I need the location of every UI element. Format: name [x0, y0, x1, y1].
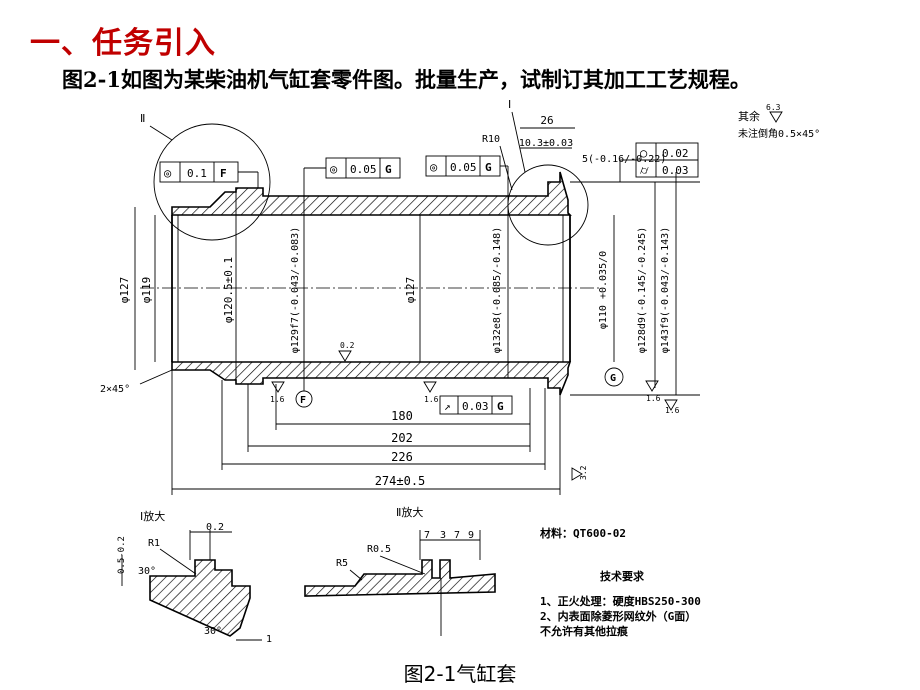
dim-d110: φ110 +0.035/0 [598, 251, 609, 329]
dim-l180: 180 [391, 409, 413, 423]
note-other-roughness: 其余 [738, 109, 760, 123]
dim-d119: φ119 [140, 277, 153, 304]
dim-chamfer: 2×45° [100, 384, 130, 395]
detail-I-section [149, 559, 251, 637]
svg-text:F: F [300, 395, 306, 406]
svg-text:0.2: 0.2 [340, 341, 355, 350]
svg-text:G: G [610, 373, 616, 384]
svg-text:3: 3 [440, 530, 446, 541]
svg-text:0.03: 0.03 [462, 400, 489, 413]
view-II-label: Ⅱ放大 [396, 505, 423, 519]
datum-G [604, 367, 624, 387]
dim-l10-3: 10.3±0.03 [519, 138, 573, 149]
detail-I-circle [507, 164, 589, 246]
svg-text:◎: ◎ [330, 162, 337, 176]
svg-text:G: G [485, 161, 492, 174]
liner-wall-bottom [171, 361, 572, 396]
svg-text:R1: R1 [148, 538, 160, 549]
dim-d132e8: φ132e8(-0.085/-0.148) [492, 227, 503, 353]
svg-text:1.6: 1.6 [424, 395, 439, 404]
svg-text:G: G [385, 163, 392, 176]
svg-text:0.02: 0.02 [662, 147, 689, 160]
svg-text:⌭: ⌭ [640, 163, 649, 177]
svg-text:0.05: 0.05 [450, 161, 477, 174]
detail-II-circle [153, 123, 271, 241]
svg-text:7: 7 [424, 530, 430, 541]
svg-text:R5: R5 [336, 558, 348, 569]
dim-d120-5: φ120.5±0.1 [222, 257, 235, 323]
liner-wall-top [171, 171, 572, 216]
dim-d127-left: φ127 [118, 277, 131, 304]
svg-text:7: 7 [454, 530, 460, 541]
svg-text:9: 9 [468, 530, 474, 541]
material-spec: 材料：QT600-02 [540, 526, 626, 540]
section-heading: 一、任务引入 [30, 26, 216, 61]
svg-text:6.3: 6.3 [766, 103, 781, 112]
dim-l5: 5(-0.16/-0.22) [582, 154, 666, 165]
note-chamfer: 未注倒角0.5×45° [738, 127, 820, 140]
dim-r10: R10 [482, 134, 500, 145]
svg-text:0.05: 0.05 [350, 163, 377, 176]
dim-l274: 274±0.5 [375, 474, 426, 488]
svg-text:◎: ◎ [430, 160, 437, 174]
tol-frame-1: ◎ 0.1 F [159, 161, 239, 183]
tech-req-title: 技术要求 [600, 569, 645, 583]
svg-text:0.5-0.2: 0.5-0.2 [117, 536, 127, 574]
svg-text:○: ○ [640, 146, 647, 160]
task-description: 图2-1如图为某柴油机气缸套零件图。批量生产，试制订其加工工艺规程。 [62, 67, 751, 92]
dim-d129f7: φ129f7(-0.043/-0.083) [290, 227, 301, 353]
tol-frame-6: ↗ 0.03 G [439, 395, 513, 415]
dim-d143f9: φ143f9(-0.043/-0.143) [660, 227, 671, 353]
tech-req-2: 2、内表面除菱形网纹外（G面） [540, 609, 696, 623]
svg-text:1.6: 1.6 [270, 395, 285, 404]
label-II: Ⅱ [140, 112, 145, 125]
svg-text:◎: ◎ [164, 166, 171, 180]
roughness-symbols: 1.6 1.6 0.2 1.6 1.6 3.2 6.3 [270, 103, 783, 481]
svg-text:F: F [220, 167, 227, 180]
svg-text:30°: 30° [138, 566, 156, 577]
view-I-label: Ⅰ放大 [140, 509, 165, 523]
svg-text:1: 1 [266, 634, 272, 645]
svg-text:3.2: 3.2 [579, 465, 588, 480]
tech-req-1: 1、正火处理：硬度HBS250-300 [540, 594, 701, 608]
svg-text:0.1: 0.1 [187, 167, 207, 180]
figure-caption: 图2-1气缸套 [403, 662, 517, 686]
label-I: Ⅰ [508, 98, 511, 111]
svg-text:G: G [497, 400, 504, 413]
detail-II-section [304, 559, 496, 597]
dim-l226: 226 [391, 450, 413, 464]
tol-frame-3: ◎ 0.05 G [425, 155, 501, 177]
tol-frame-2: ◎ 0.05 G [325, 157, 401, 179]
tech-req-3: 不允许有其他拉痕 [540, 624, 629, 638]
dim-l26: 26 [540, 114, 553, 127]
svg-text:1.6: 1.6 [665, 406, 680, 415]
svg-text:1.6: 1.6 [646, 394, 661, 403]
svg-text:0.03: 0.03 [662, 164, 689, 177]
svg-text:↗: ↗ [444, 400, 451, 413]
tol-frame-4: ○ 0.02 ⌭ 0.03 [635, 142, 699, 178]
svg-text:30°: 30° [204, 626, 222, 637]
dim-l202: 202 [391, 431, 413, 445]
svg-text:R0.5: R0.5 [367, 544, 391, 555]
svg-text:0.2: 0.2 [206, 522, 224, 533]
dim-d127-mid: φ127 [404, 277, 417, 304]
dim-d128d9: φ128d9(-0.145/-0.245) [637, 227, 648, 353]
